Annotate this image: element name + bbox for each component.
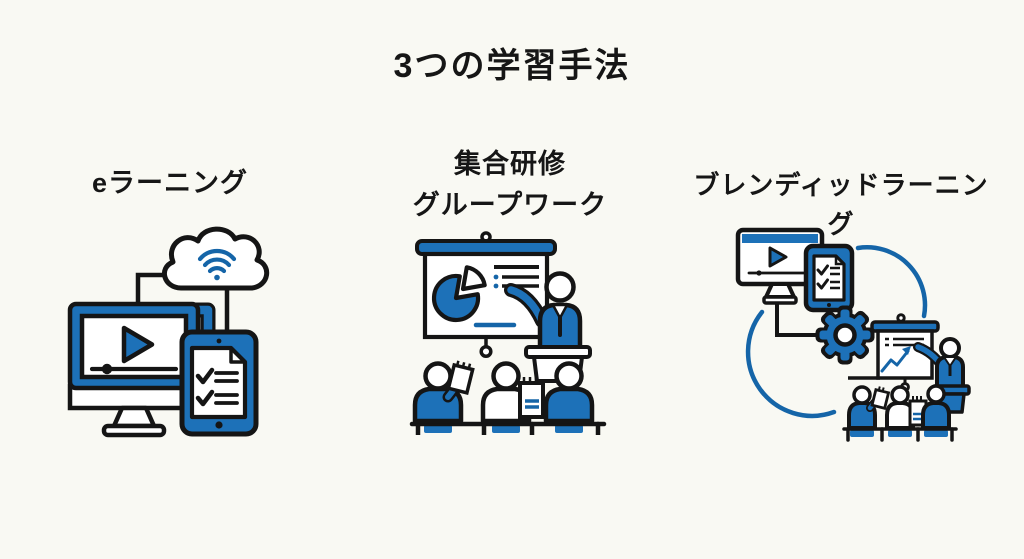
audience-member-1 [412, 360, 475, 424]
connector-monitor-cloud [135, 272, 172, 306]
pie-chart-icon [431, 265, 487, 323]
audience-member-3 [543, 361, 595, 424]
connector-monitor-gear [775, 303, 818, 337]
bench [409, 421, 607, 435]
method-label-group-training-line2: グループワーク [412, 189, 608, 220]
notepad-icon [518, 377, 545, 419]
checklist-icon [189, 345, 248, 420]
play-icon [121, 325, 155, 364]
method-label-group-training-line1: 集合研修 [454, 149, 566, 179]
method-label-group-training: 集合研修 グループワーク [390, 144, 630, 225]
presenter-figure [504, 271, 592, 383]
mini-play-icon [768, 246, 788, 268]
audience-member-2 [480, 361, 545, 424]
blended-learning-illustration [735, 227, 971, 442]
cycle-arc-left [745, 309, 837, 419]
mini-audience-member-2 [885, 385, 928, 430]
audience-figures [409, 360, 607, 435]
mini-audience-member-3 [921, 384, 951, 430]
notepad-small [446, 360, 475, 395]
method-label-elearning-text: eラーニング [91, 168, 249, 198]
cloud-icon [161, 226, 269, 291]
elearning-illustration [67, 226, 269, 438]
growth-chart-icon [880, 346, 911, 373]
mini-monitor-icon [735, 227, 825, 305]
progress-bar [89, 363, 179, 375]
wifi-icon [197, 248, 237, 281]
method-label-blended-learning: ブレンディッドラーニング [691, 166, 991, 244]
group-training-illustration [409, 231, 607, 435]
mini-tablet-icon [803, 243, 855, 313]
method-label-elearning: eラーニング [50, 163, 290, 204]
method-label-blended-learning-text: ブレンディッドラーニング [693, 170, 989, 239]
cycle-arcs [745, 245, 928, 419]
gear-icon [815, 305, 875, 365]
presenter-head [544, 271, 576, 303]
presenter-collar [551, 303, 569, 320]
monitor-icon [67, 301, 201, 438]
mini-audience-member-1 [847, 385, 891, 430]
tablet-icon [179, 329, 259, 437]
mini-presenter-figure [913, 337, 971, 414]
page-title: 3つの学習手法 [393, 47, 631, 85]
presentation-screen [415, 231, 557, 359]
cycle-arc-right [855, 245, 928, 319]
mini-audience-figures [842, 384, 958, 442]
